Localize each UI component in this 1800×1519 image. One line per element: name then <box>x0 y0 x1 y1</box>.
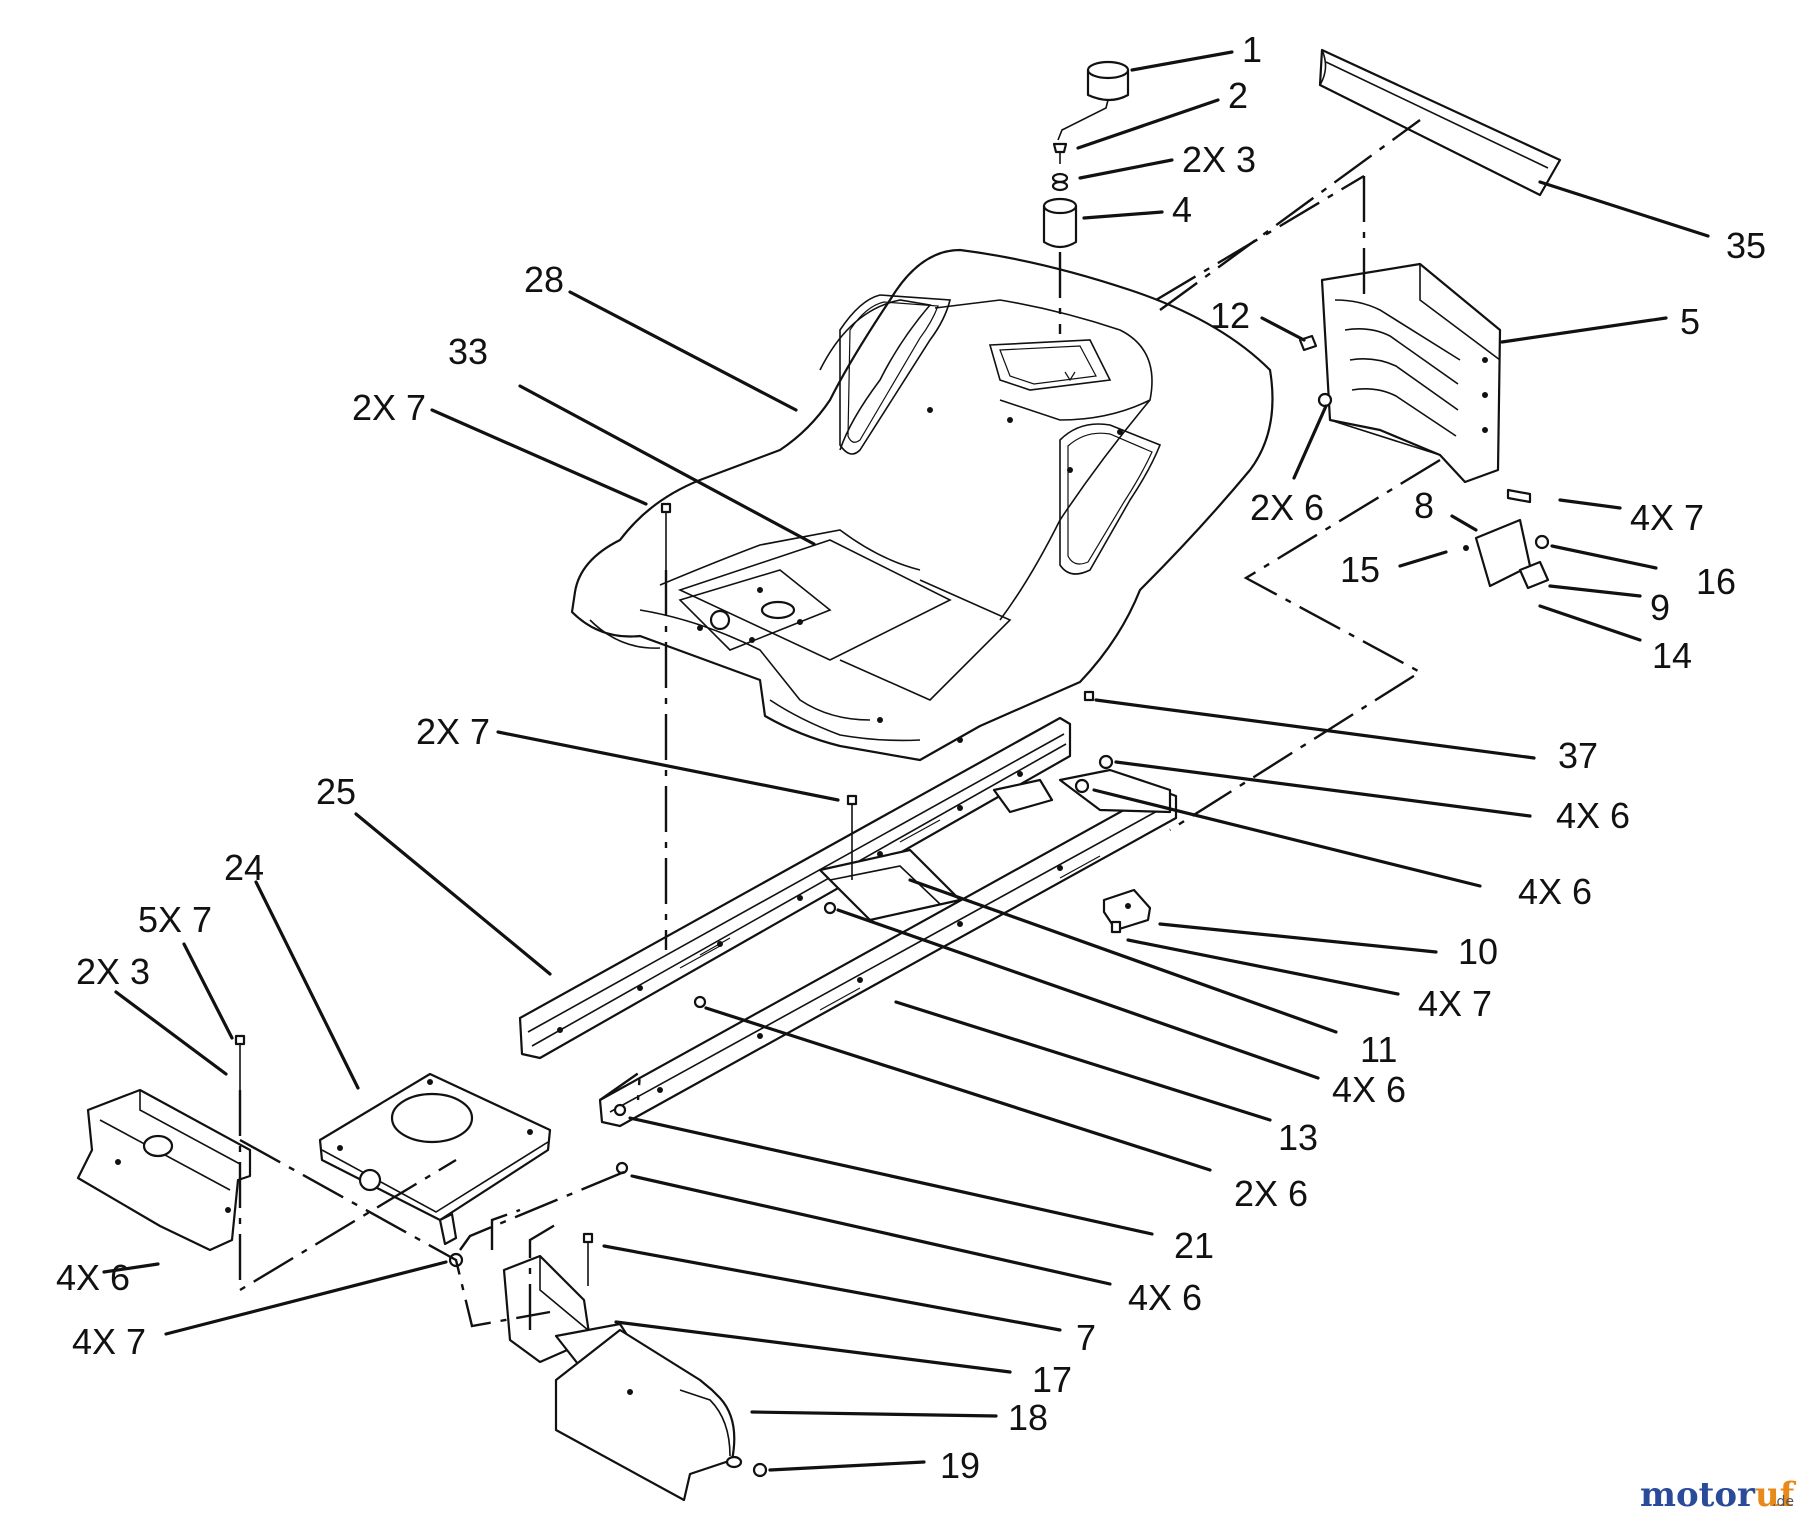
callout-28: 28 <box>524 259 564 300</box>
frame-rail-part <box>518 716 1072 1060</box>
callout-9: 9 <box>1650 587 1670 628</box>
callout-4x7: 4X 7 <box>1418 983 1492 1024</box>
callout-4x6: 4X 6 <box>1128 1277 1202 1318</box>
cross-member-part <box>818 768 1172 922</box>
callout-2x6: 2X 6 <box>1234 1173 1308 1214</box>
callout-16: 16 <box>1696 561 1736 602</box>
leader-lines <box>102 50 1710 1472</box>
knob-part <box>1057 60 1130 141</box>
callout-18: 18 <box>1008 1397 1048 1438</box>
callout-2x3: 2X 3 <box>1182 139 1256 180</box>
assembly-centerline <box>238 119 1441 1330</box>
callout-2x7: 2X 7 <box>416 711 490 752</box>
callout-4x6: 21 <box>1174 1225 1214 1266</box>
callout-2x3: 2X 3 <box>76 951 150 992</box>
bracket-part <box>76 1088 252 1252</box>
callout-8: 8 <box>1414 485 1434 526</box>
callout-10: 10 <box>1458 931 1498 972</box>
callout-35: 35 <box>1726 225 1766 266</box>
bolt-part <box>234 502 1122 1286</box>
screw-part <box>1052 142 1068 164</box>
bracket-part <box>1320 262 1502 484</box>
callout-4x6: 4X 6 <box>1332 1069 1406 1110</box>
callout-7: 7 <box>1076 1317 1096 1358</box>
callout-37: 37 <box>1558 735 1598 776</box>
callout-11: 11 <box>1360 1029 1397 1070</box>
mounting-plate-part <box>318 1072 552 1246</box>
screw-part <box>1298 334 1532 504</box>
callout-4x7: 4X 7 <box>72 1321 146 1362</box>
callout-12: 12 <box>1210 295 1250 336</box>
callout-4: 4 <box>1172 189 1192 230</box>
callout-13: 13 <box>1278 1117 1318 1158</box>
callout-4x6: 4X 6 <box>1556 795 1630 836</box>
callout-labels: 1 2 2X 3 4 35 28 12 5 33 2X 7 2X 6 8 4X … <box>56 29 1766 1486</box>
callout-33: 33 <box>448 331 488 372</box>
callout-24: 24 <box>224 847 264 888</box>
callout-14: 14 <box>1652 635 1692 676</box>
watermark-logo: motoruf .de <box>1640 1475 1797 1515</box>
callout-1: 1 <box>1242 29 1262 70</box>
washer-part <box>1051 172 1069 192</box>
bracket-part <box>1102 888 1152 932</box>
callout-5: 5 <box>1680 301 1700 342</box>
callout-21: 4X 6 <box>56 1257 130 1298</box>
shroud-part <box>554 1328 743 1502</box>
callout-5x7: 5X 7 <box>138 899 212 940</box>
callout-19: 19 <box>940 1445 980 1486</box>
callout-4x7: 4X 7 <box>1630 497 1704 538</box>
callout-2x7: 2X 7 <box>352 387 426 428</box>
nut-part <box>448 754 1114 1478</box>
svg-text:.de: .de <box>1772 1494 1794 1510</box>
fender-part <box>570 248 1274 762</box>
callout-2: 2 <box>1228 75 1248 116</box>
callout-4x6: 4X 6 <box>1518 871 1592 912</box>
callout-25: 25 <box>316 771 356 812</box>
bar-part <box>1318 48 1562 197</box>
svg-text:motoruf: motoruf <box>1640 1475 1797 1515</box>
callout-2x6: 2X 6 <box>1250 487 1324 528</box>
tube-part <box>1042 197 1078 249</box>
callout-15: 15 <box>1340 549 1380 590</box>
callout-17: 17 <box>1032 1359 1072 1400</box>
switch-mount-part <box>1463 518 1550 590</box>
